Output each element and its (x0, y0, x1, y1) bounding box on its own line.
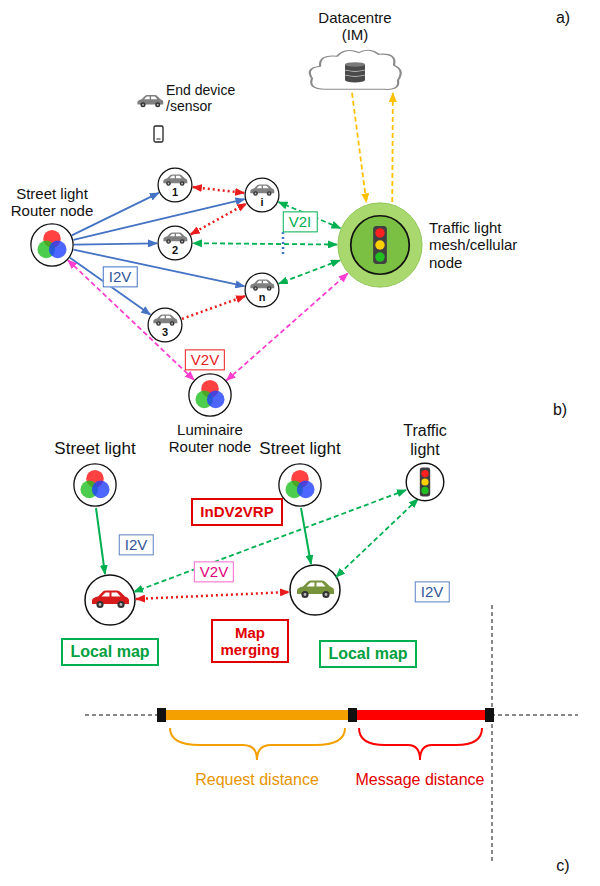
node-label: Traffic light mesh/cellular node (429, 219, 529, 271)
vehicle-number: 1 (157, 187, 193, 198)
connector (279, 260, 340, 283)
datacentre-cloud: Datacentre (IM) (305, 47, 405, 93)
connector (74, 250, 245, 287)
router-node: Street light (278, 463, 322, 507)
street-light-icon (188, 373, 232, 417)
traffic-light-icon (337, 202, 423, 288)
link-type-tag: I2V (119, 534, 154, 555)
connector (191, 204, 246, 235)
distance-bar (85, 605, 578, 862)
vehicle-number: i (244, 197, 280, 208)
traffic-light-node: Traffic light (405, 462, 445, 502)
traffic-light-icon (405, 462, 445, 502)
annotation: Message distance (356, 771, 485, 789)
box-text: Map merging (220, 624, 279, 659)
node-label: Street light (30, 439, 160, 459)
panel-letter: a) (556, 9, 570, 27)
vehicle-node: 1 (157, 167, 193, 203)
vehicle-number: n (244, 292, 280, 303)
connector (74, 243, 157, 244)
cloud-icon (305, 47, 405, 93)
label-box: Map merging (211, 619, 288, 664)
box-text: InDV2VRP (200, 503, 273, 520)
node-label: Traffic light (403, 422, 447, 459)
street-light-icon (73, 463, 117, 507)
link-type-tag: I2V (415, 581, 450, 602)
node-label: Datacentre (IM) (310, 9, 400, 44)
node-label: Street light (235, 439, 365, 459)
router-node: Luminaire Router node (188, 373, 232, 417)
vehicle-node: 3 (147, 307, 183, 343)
annotation: Request distance (195, 771, 319, 789)
edge-label: I2V (103, 266, 138, 287)
edge-label: V2I (283, 211, 318, 232)
connector (193, 243, 337, 244)
annotation: End device /sensor (166, 82, 246, 114)
end-device-icons (137, 95, 163, 142)
label-box: InDV2VRP (191, 498, 282, 525)
dotted-marker (282, 232, 285, 256)
vehicle-node: i (244, 177, 280, 213)
vehicle-number: 2 (157, 245, 193, 256)
connector (193, 187, 244, 193)
box-text: Local map (328, 645, 407, 663)
panel-letter: b) (553, 401, 567, 419)
box-text: Local map (70, 643, 149, 661)
link-type-tag: V2V (194, 561, 234, 582)
connector (70, 258, 150, 315)
connector (226, 273, 347, 380)
edge-label: V2V (185, 349, 225, 370)
vehicle-node: 2 (157, 225, 193, 261)
street-light-icon (30, 223, 74, 267)
connector (391, 93, 393, 202)
connector (352, 93, 366, 202)
traffic-light-node: Traffic light mesh/cellular node (337, 202, 423, 288)
router-node: Street light Router node (30, 223, 74, 267)
street-light-icon (278, 463, 322, 507)
vehicle-number: 3 (147, 327, 183, 338)
router-node: Street light (73, 463, 117, 507)
panel-b-links (96, 490, 418, 599)
panel-letter: c) (556, 857, 569, 875)
connector (68, 260, 194, 380)
connector (182, 296, 245, 319)
label-box: Local map (61, 638, 158, 666)
vehicle-node: n (244, 272, 280, 308)
label-box: Local map (319, 640, 416, 668)
node-label: Luminaire Router node (162, 421, 258, 456)
node-label: Street light Router node (4, 185, 100, 220)
